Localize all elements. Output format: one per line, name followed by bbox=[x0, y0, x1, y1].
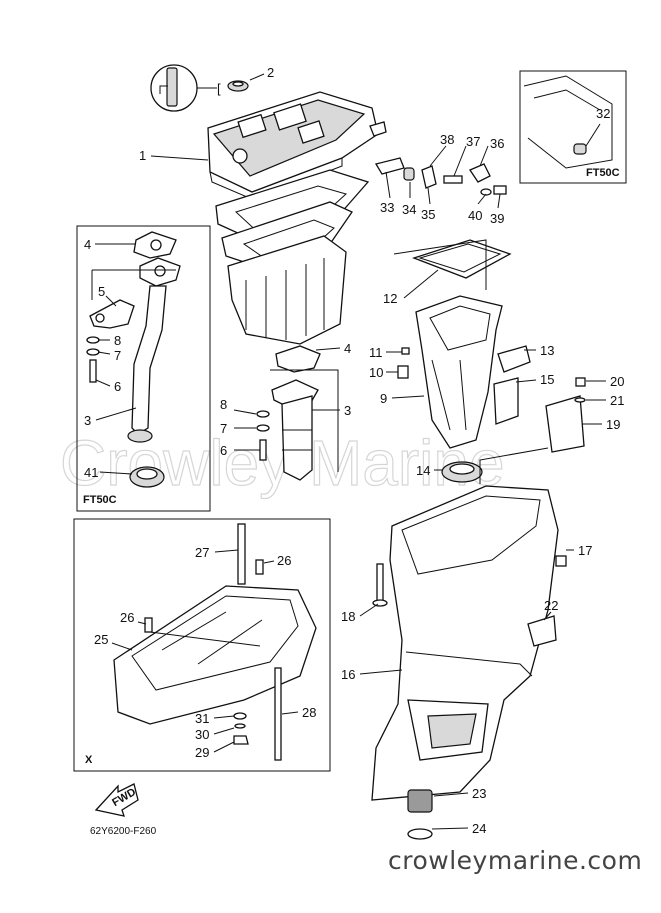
inset-box-top-right: FT50C bbox=[519, 70, 627, 184]
callout-18: 18 bbox=[341, 609, 355, 624]
callout-39: 39 bbox=[490, 211, 504, 226]
svg-text:[: [ bbox=[217, 81, 221, 96]
callout-35: 35 bbox=[421, 207, 435, 222]
callout-11: 11 bbox=[369, 345, 383, 360]
top-right-box-parts bbox=[523, 75, 613, 169]
left-box-parts bbox=[86, 231, 181, 488]
callout-7-center: 7 bbox=[220, 421, 227, 436]
part-2-detail: [ bbox=[150, 64, 249, 112]
callout-5: 5 bbox=[98, 284, 105, 299]
callout-8-center: 8 bbox=[220, 397, 227, 412]
callout-4-center: 4 bbox=[344, 341, 351, 356]
callout-37: 37 bbox=[466, 134, 480, 149]
callout-1: 1 bbox=[139, 148, 146, 163]
callout-16: 16 bbox=[341, 667, 355, 682]
box-bottom-tag: X bbox=[85, 754, 93, 766]
callouts: 1 2 3 3 4 4 5 6 6 7 7 8 8 9 10 11 12 bbox=[84, 65, 624, 836]
callout-2: 2 bbox=[267, 65, 274, 80]
website-label: crowleymarine.com bbox=[388, 846, 643, 875]
callout-29: 29 bbox=[195, 745, 209, 760]
callout-30: 30 bbox=[195, 727, 209, 742]
callout-36: 36 bbox=[490, 136, 504, 151]
callout-33: 33 bbox=[380, 200, 394, 215]
callout-3-center: 3 bbox=[344, 403, 351, 418]
oil-pan bbox=[227, 235, 347, 345]
center-oil-pipe bbox=[256, 345, 339, 481]
callout-38: 38 bbox=[440, 132, 454, 147]
callout-13: 13 bbox=[540, 343, 554, 358]
callout-17: 17 bbox=[578, 543, 592, 558]
watermark-text: Crowley Marine bbox=[60, 427, 505, 499]
part-16-lower-casing bbox=[371, 447, 567, 801]
callout-6-left: 6 bbox=[114, 379, 121, 394]
fasteners-33-40 bbox=[374, 157, 507, 196]
callout-26-top: 26 bbox=[277, 553, 291, 568]
callout-31: 31 bbox=[195, 711, 209, 726]
callout-10: 10 bbox=[369, 365, 383, 380]
callout-14: 14 bbox=[416, 463, 430, 478]
box-top-right-tag: FT50C bbox=[586, 167, 620, 179]
callout-3-left: 3 bbox=[84, 413, 91, 428]
callout-19: 19 bbox=[606, 417, 620, 432]
box-left-tag: FT50C bbox=[83, 494, 117, 506]
callout-12: 12 bbox=[383, 291, 397, 306]
inset-box-left: FT50C bbox=[76, 225, 211, 512]
callout-34: 34 bbox=[402, 202, 416, 217]
callout-28: 28 bbox=[302, 705, 316, 720]
callout-26-left: 26 bbox=[120, 610, 134, 625]
callout-8-left: 8 bbox=[114, 333, 121, 348]
fwd-arrow: FWD bbox=[94, 783, 139, 817]
callout-22: 22 bbox=[544, 598, 558, 613]
callout-21: 21 bbox=[610, 393, 624, 408]
callout-32: 32 bbox=[596, 106, 610, 121]
bottom-box-parts bbox=[113, 523, 317, 761]
callout-24: 24 bbox=[472, 821, 486, 836]
callout-23: 23 bbox=[472, 786, 486, 801]
parts-23-24 bbox=[407, 789, 433, 840]
callout-20: 20 bbox=[610, 374, 624, 389]
inset-box-bottom: X bbox=[73, 518, 331, 772]
part-1-upper-casing bbox=[207, 91, 387, 201]
callout-6-center: 6 bbox=[220, 443, 227, 458]
callout-27: 27 bbox=[195, 545, 209, 560]
callout-15: 15 bbox=[540, 372, 554, 387]
callout-25: 25 bbox=[94, 632, 108, 647]
callout-41: 41 bbox=[84, 465, 98, 480]
callout-40: 40 bbox=[468, 208, 482, 223]
callout-7-left: 7 bbox=[114, 348, 121, 363]
callout-4-left: 4 bbox=[84, 237, 91, 252]
callout-9: 9 bbox=[380, 391, 387, 406]
diagram-code: 62Y6200-F260 bbox=[90, 826, 157, 837]
exhaust-guide bbox=[393, 239, 586, 483]
